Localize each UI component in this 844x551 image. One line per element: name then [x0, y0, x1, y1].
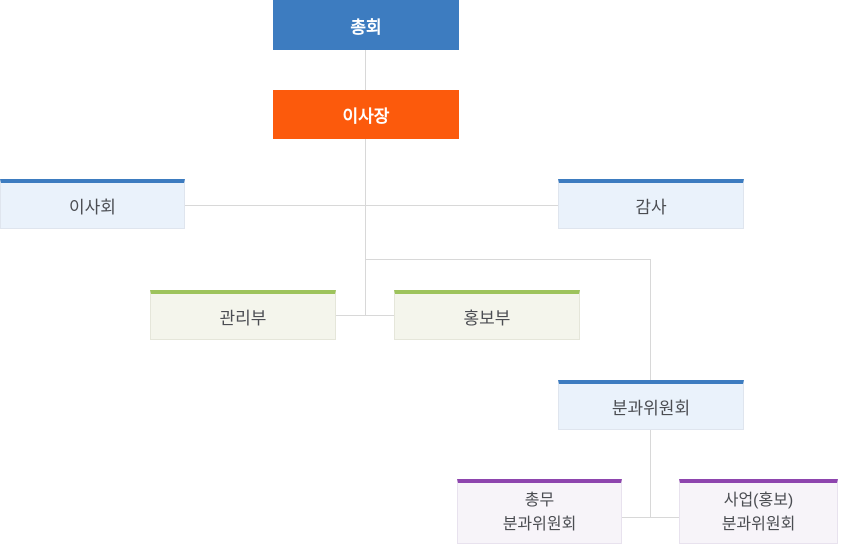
node-chairman-label: 이사장: [342, 107, 390, 126]
node-business-pr-subcommittee-label-line2: 분과위원회: [721, 516, 796, 533]
connector-management-to-pr: [336, 315, 394, 316]
node-board-of-directors: 이사회: [0, 179, 185, 229]
node-general-affairs-subcommittee-label-line2: 분과위원회: [502, 516, 577, 533]
node-business-pr-subcommittee-label-line1: 사업(홍보): [723, 492, 794, 509]
node-general-assembly-label: 총회: [350, 17, 382, 37]
node-general-affairs-subcommittee: 총무 분과위원회: [457, 479, 622, 544]
node-business-pr-subcommittee: 사업(홍보) 분과위원회: [679, 479, 838, 544]
node-auditor-label: 감사: [635, 198, 667, 217]
node-subcommittee-label: 분과위원회: [611, 399, 691, 418]
node-management-dept-label: 관리부: [219, 309, 267, 328]
node-pr-dept-label: 홍보부: [463, 309, 511, 328]
connector-trunk-to-subcommittee: [365, 259, 651, 260]
connector-chairman-trunk: [365, 139, 366, 315]
connector-bottom-subcommittees: [622, 517, 679, 518]
connector-subcommittee-drop: [650, 259, 651, 380]
connector-board-to-auditor: [185, 205, 558, 206]
node-pr-dept: 홍보부: [394, 290, 580, 340]
connector-assembly-to-chairman: [365, 50, 366, 90]
node-board-of-directors-label: 이사회: [69, 198, 116, 217]
connector-subcommittee-lower-drop: [650, 430, 651, 517]
node-chairman: 이사장: [273, 90, 459, 139]
node-auditor: 감사: [558, 179, 744, 229]
node-management-dept: 관리부: [150, 290, 336, 340]
node-general-assembly: 총회: [273, 0, 459, 50]
node-subcommittee: 분과위원회: [558, 380, 744, 430]
node-general-affairs-subcommittee-label-line1: 총무: [524, 492, 555, 509]
